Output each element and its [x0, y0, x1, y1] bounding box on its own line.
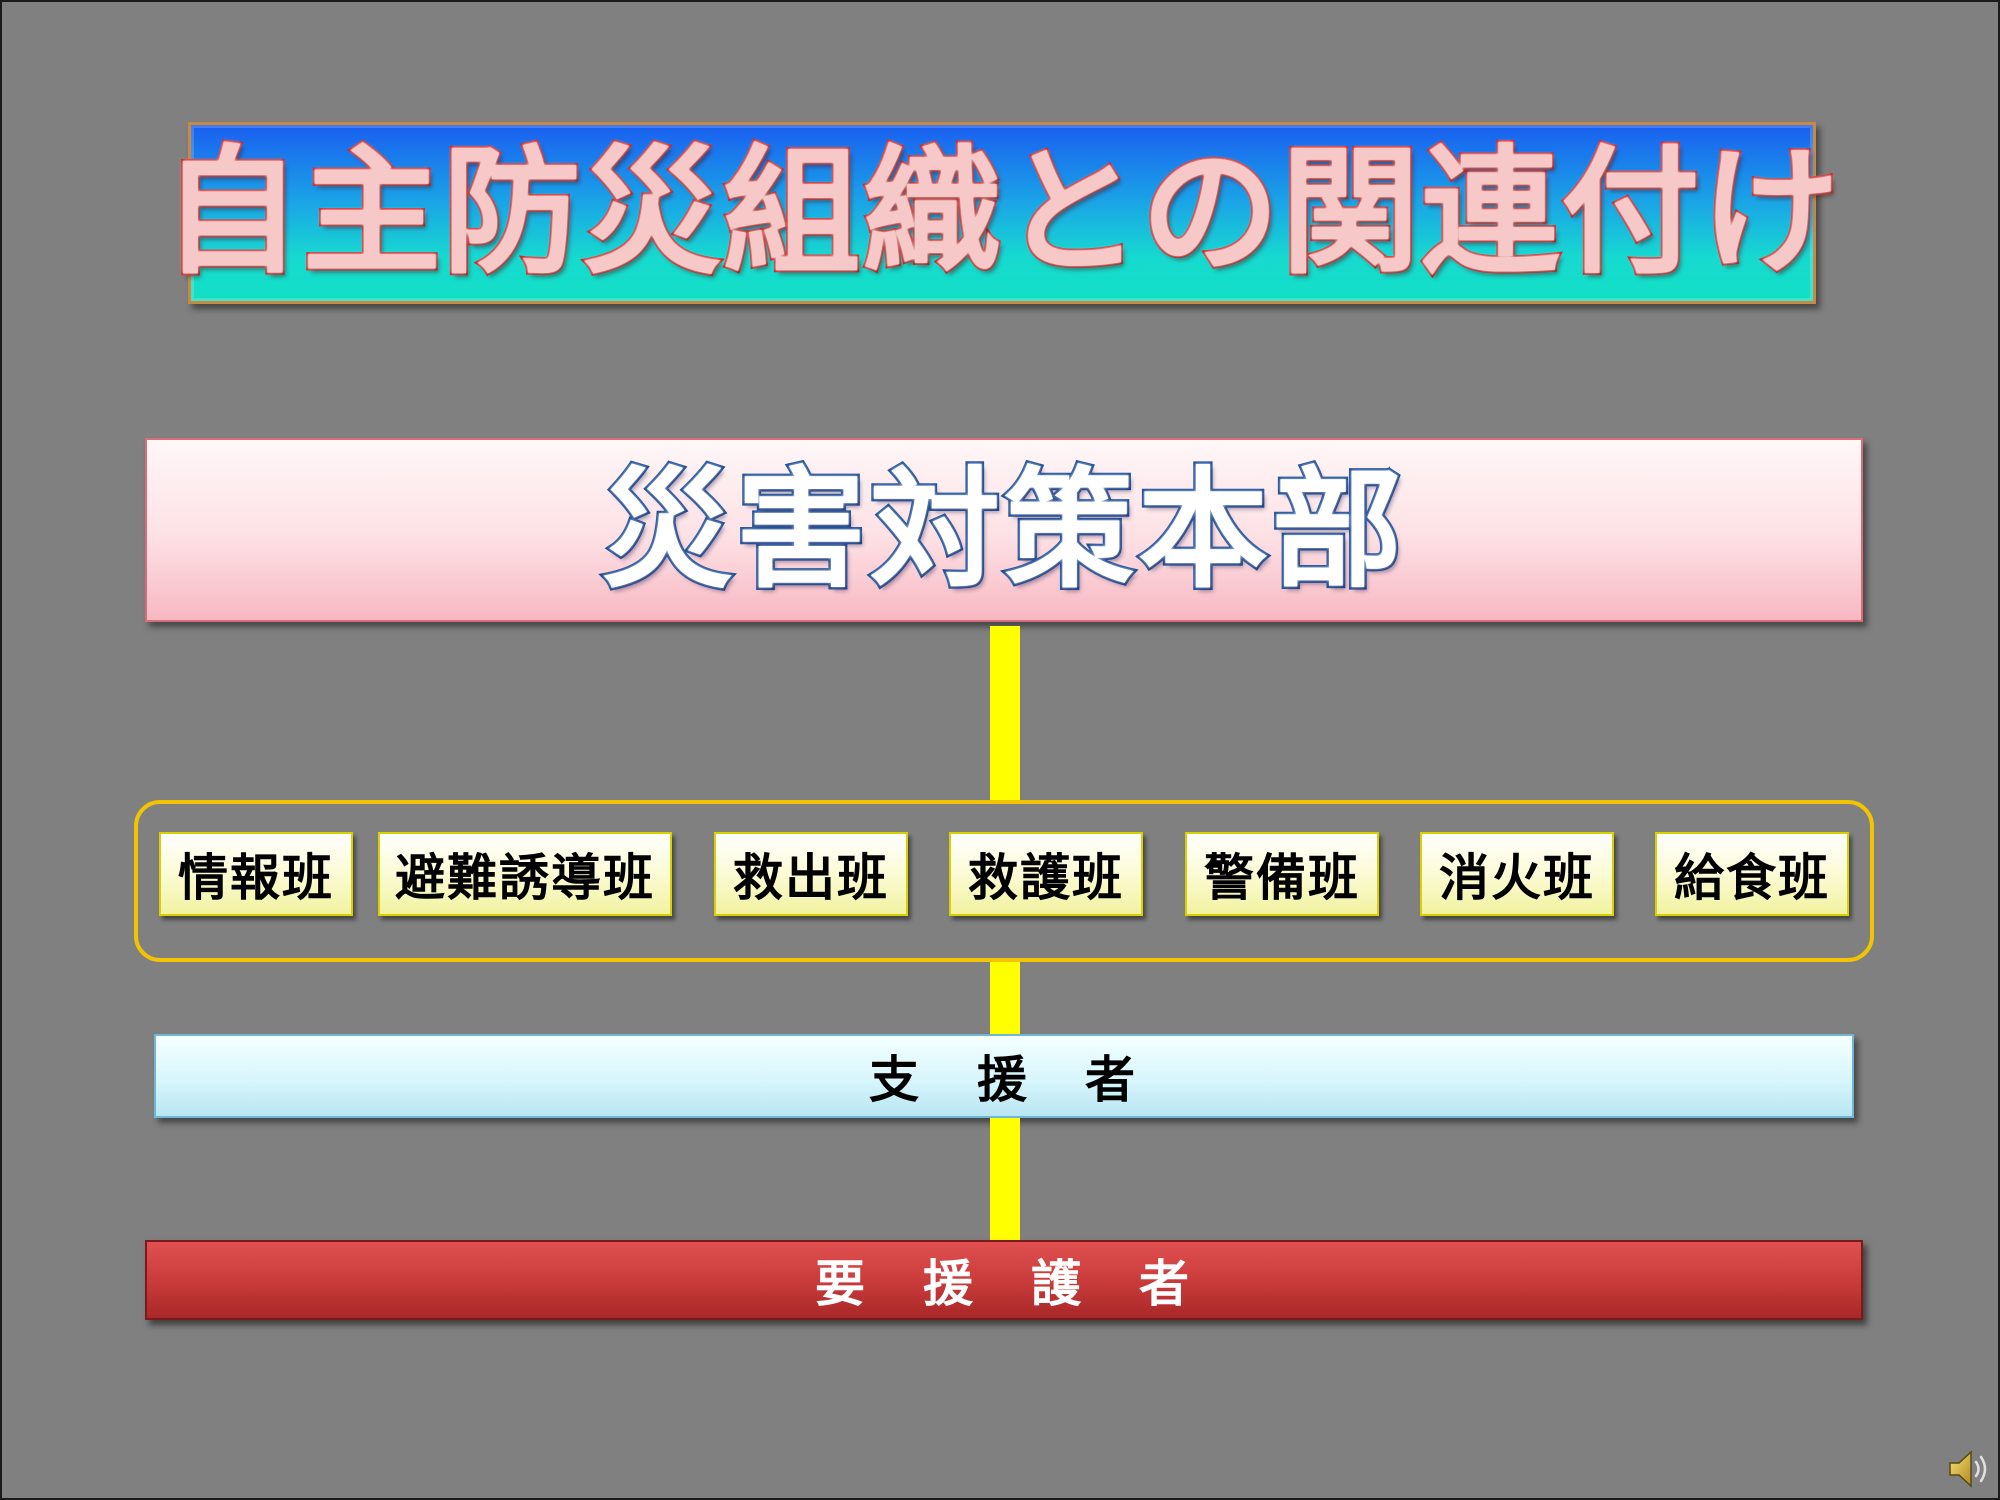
team-box-security: 警備班	[1185, 832, 1379, 916]
title-banner: 自主防災組織との関連付け	[161, 122, 1841, 304]
speaker-icon[interactable]	[1946, 1446, 1992, 1492]
team-box-firefighting: 消火班	[1420, 832, 1614, 916]
team-box-first-aid: 救護班	[949, 832, 1143, 916]
supporters-bar: 支 援 者	[154, 1034, 1854, 1118]
persons-requiring-assistance-bar: 要 援 護 者	[145, 1240, 1863, 1320]
connector-line-supporters-to-care	[990, 1118, 1020, 1242]
slide-title: 自主防災組織との関連付け	[161, 132, 1842, 293]
team-box-information: 情報班	[159, 832, 353, 916]
headquarters-box: 災害対策本部	[145, 438, 1863, 622]
headquarters-label: 災害対策本部	[599, 454, 1406, 606]
connector-line-hq-to-teams	[990, 626, 1020, 804]
connector-line-teams-to-supporters	[990, 962, 1020, 1034]
team-box-rescue: 救出班	[714, 832, 908, 916]
team-box-evacuation-guidance: 避難誘導班	[378, 832, 672, 916]
team-box-food-supply: 給食班	[1655, 832, 1849, 916]
